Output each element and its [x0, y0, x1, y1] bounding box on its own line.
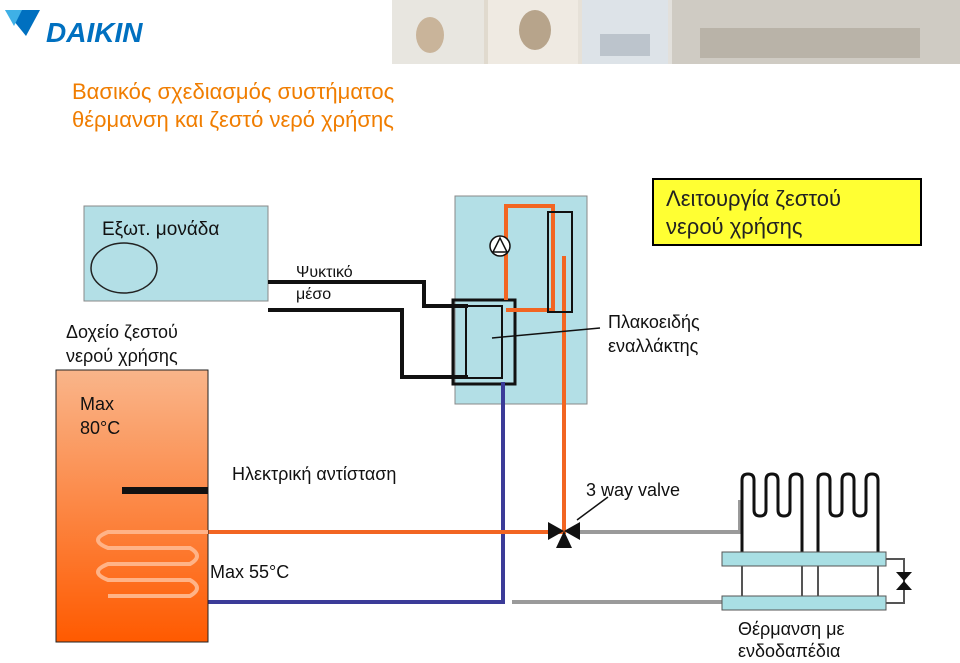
dhw-mode-line1: Λειτουργία ζεστού	[666, 186, 842, 211]
hx-pointer	[491, 327, 601, 339]
supply-manifold	[721, 551, 887, 567]
three-way-valve-label: 3 way valve	[586, 480, 681, 500]
pump-icon	[489, 235, 511, 257]
dhw-tank	[55, 369, 209, 643]
backup-heater	[547, 211, 573, 313]
electric-heater-label: Ηλεκτρική αντίσταση	[232, 464, 397, 484]
electric-heater-element	[122, 487, 208, 494]
fan-icon	[90, 242, 158, 294]
floor-heating-label: Θέρμανση με ενδοδαπέδια	[738, 619, 845, 661]
plate-hx-label: Πλακοειδής εναλλάκτης	[608, 312, 700, 356]
tank-max-temp-label: Max 80°C	[80, 394, 121, 438]
svg-text:DAIKIN: DAIKIN	[46, 17, 143, 48]
three-way-valve-icon	[548, 522, 580, 548]
dhw-tank-label: Δοχείο ζεστού νερού χρήσης	[66, 322, 178, 366]
plate-heat-exchanger	[451, 298, 517, 386]
bypass-pipe	[886, 558, 905, 604]
refrigerant-label: Ψυκτικό μέσο	[296, 264, 353, 303]
plate-heat-exchanger-inner	[465, 305, 503, 379]
max-55-label: Max 55°C	[210, 562, 290, 582]
daikin-logo: DAIKIN	[5, 10, 143, 48]
dhw-mode-badge: Λειτουργία ζεστού νερού χρήσης	[652, 178, 922, 246]
dhw-mode-line2: νερού χρήσης	[666, 214, 803, 239]
valve-pointer	[576, 496, 609, 521]
page-title-line1: Βασικός σχεδιασμός συστήματος	[72, 79, 395, 104]
manifold-legs	[741, 566, 879, 596]
tank-coil	[96, 530, 208, 598]
outdoor-unit-label: Εξωτ. μονάδα	[102, 219, 220, 240]
bypass-valve-icon	[896, 572, 912, 590]
return-manifold	[721, 595, 887, 611]
page-title-line2: θέρμανση και ζεστό νερό χρήσης	[72, 107, 394, 132]
header-photo-strip	[392, 0, 960, 64]
refrigerant-lines	[268, 280, 468, 379]
outdoor-unit	[83, 205, 269, 302]
floor-heating-loops	[740, 472, 880, 552]
